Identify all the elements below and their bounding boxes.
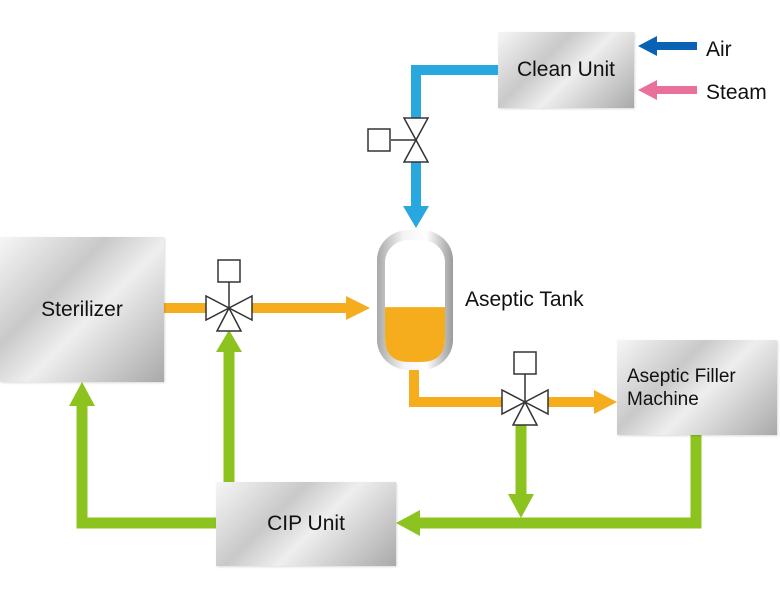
aseptic-filler-box: Aseptic Filler Machine (617, 340, 777, 435)
cip-drain-arrowhead (508, 494, 534, 518)
product-line-filler-arrowhead (594, 390, 617, 414)
clean-line-arrowhead (403, 206, 429, 228)
aseptic-tank (377, 230, 453, 370)
aseptic-filler-label-line2: Machine (627, 388, 699, 410)
aseptic-filler-label-line1: Aseptic Filler (627, 365, 736, 387)
filler-three-way-valve (501, 351, 549, 426)
clean-unit-label: Clean Unit (516, 58, 616, 81)
tank-liquid-fill (385, 307, 445, 362)
cip-to-sterilizer-arrowhead (69, 382, 95, 406)
product-line-tank-arrowhead (346, 296, 370, 320)
sterilizer-box: Sterilizer (0, 237, 164, 382)
sterilizer-three-way-valve (205, 259, 253, 332)
aseptic-filler-label: Aseptic Filler Machine (627, 365, 736, 411)
aseptic-tank-label: Aseptic Tank (465, 288, 584, 311)
steam-label: Steam (706, 81, 767, 104)
air-arrowhead (638, 36, 657, 56)
cip-unit-label: CIP Unit (267, 512, 345, 535)
steam-arrowhead (638, 80, 657, 100)
cip-return-arrowhead (396, 510, 420, 536)
cip-unit-box: CIP Unit (216, 482, 396, 566)
sterilizer-label: Sterilizer (41, 297, 123, 321)
product-line-tank-valve (409, 370, 502, 407)
cip-return-line (418, 435, 702, 529)
clean-unit-box: Clean Unit (498, 32, 634, 108)
clean-line-valve (367, 117, 430, 163)
cip-to-sterilizer-line (76, 404, 216, 529)
cip-to-valve-arrowhead (216, 330, 242, 352)
air-label: Air (706, 38, 732, 61)
clean-line (411, 65, 498, 118)
